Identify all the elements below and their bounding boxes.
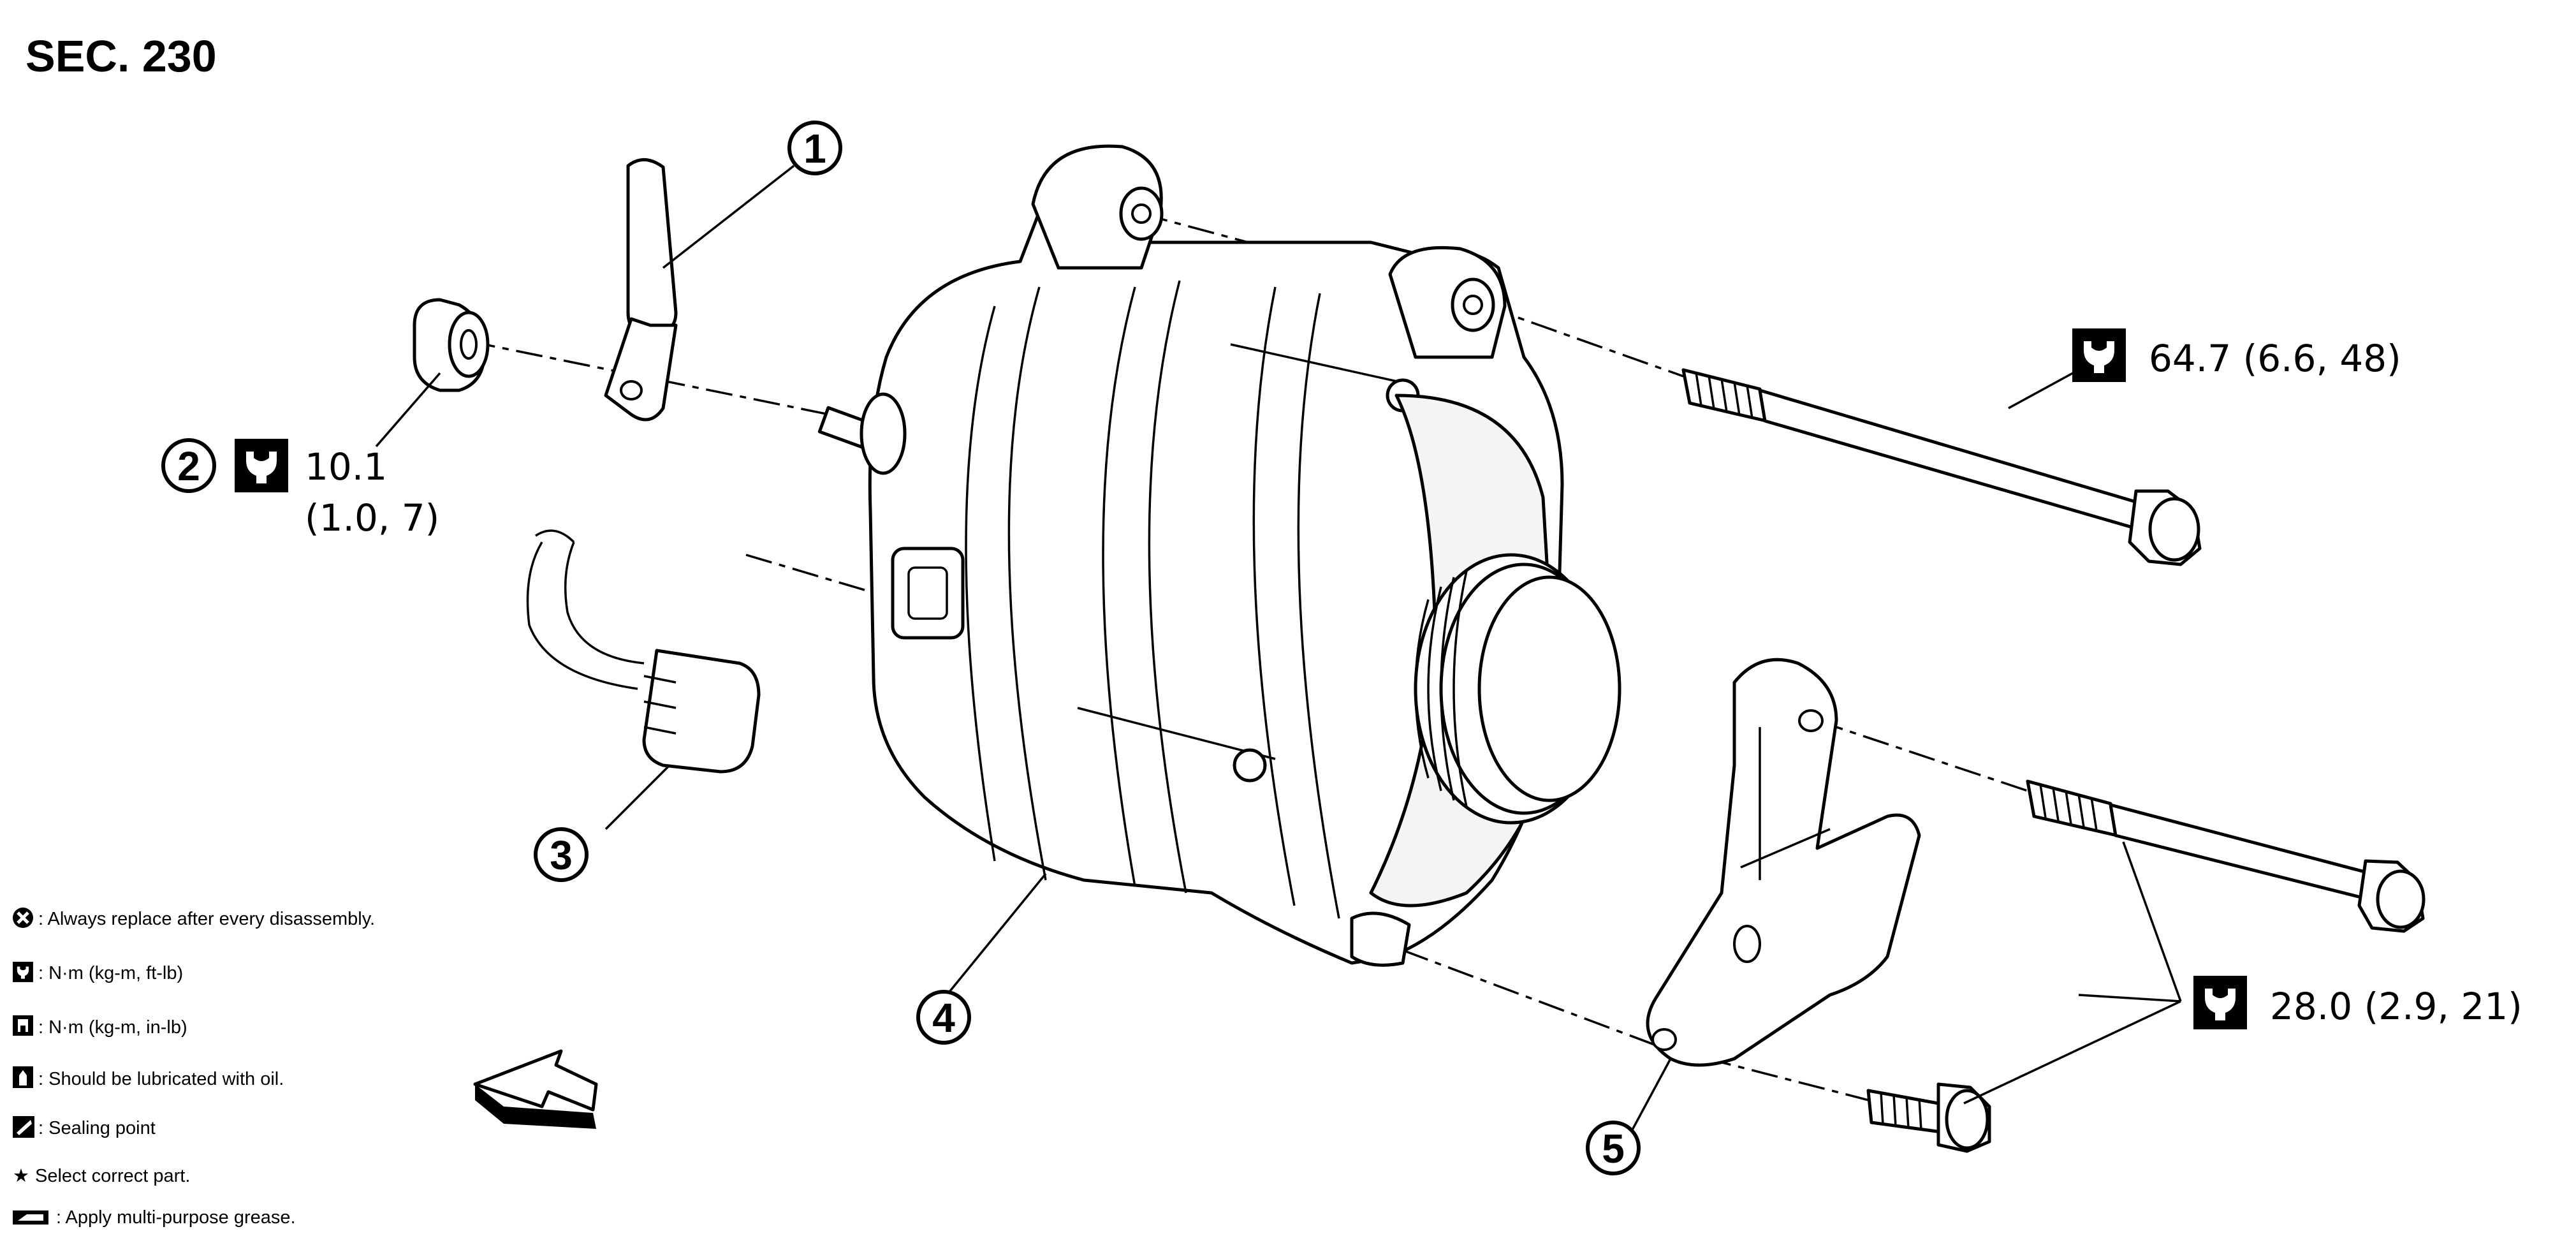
section-title: SEC. 230 — [26, 31, 217, 81]
legend-item-sealing: : Sealing point — [38, 1118, 156, 1138]
svg-text:2: 2 — [177, 443, 200, 489]
torque-wrench-icon — [2072, 328, 2126, 382]
replace-icon — [13, 908, 33, 928]
torque-spec-nut: 10.1 (1.0, 7) — [235, 439, 439, 540]
svg-text:(1.0, 7): (1.0, 7) — [305, 496, 439, 540]
callout-2: 2 — [163, 440, 214, 491]
torque-spec-bracket-bolts: 28.0 (2.9, 21) — [2193, 976, 2522, 1029]
lower-long-bolt — [2026, 779, 2426, 933]
front-arrow-icon — [473, 1049, 598, 1129]
legend-item-inlb: : N·m (kg-m, in-lb) — [38, 1017, 187, 1038]
legend-item-grease: : Apply multi-purpose grease. — [56, 1207, 296, 1228]
torque-wrench-icon — [235, 439, 288, 492]
lower-short-bolt — [1866, 1082, 1991, 1153]
svg-text:10.1: 10.1 — [305, 445, 387, 489]
battery-cable-terminal — [604, 158, 678, 422]
svg-text:5: 5 — [1602, 1126, 1625, 1172]
torque-wrench-small-icon — [13, 1015, 33, 1036]
terminal-nut — [413, 298, 490, 392]
legend-item-replace: : Always replace after every disassembly… — [38, 909, 375, 929]
sealing-icon — [13, 1116, 34, 1138]
callout-3: 3 — [536, 829, 587, 880]
legend-item-oil: : Should be lubricated with oil. — [38, 1069, 284, 1089]
svg-text:64.7 (6.6, 48): 64.7 (6.6, 48) — [2149, 337, 2401, 380]
callout-1: 1 — [789, 122, 840, 173]
grease-icon — [13, 1210, 48, 1225]
callout-5: 5 — [1588, 1122, 1639, 1173]
leader-lines — [375, 165, 2182, 1142]
star-icon: ★ — [13, 1166, 29, 1186]
svg-text:3: 3 — [550, 832, 573, 878]
svg-text:1: 1 — [803, 126, 826, 172]
upper-mounting-bolt — [1681, 368, 2202, 566]
svg-text:28.0 (2.9, 21): 28.0 (2.9, 21) — [2270, 985, 2522, 1028]
oil-can-icon — [13, 1066, 33, 1088]
mounting-bracket — [1646, 658, 1921, 1067]
alternator — [817, 144, 1621, 967]
torque-wrench-icon — [13, 962, 33, 982]
legend: : Always replace after every disassembly… — [13, 908, 375, 1228]
torque-spec-upper-bolt: 64.7 (6.6, 48) — [2072, 328, 2401, 382]
harness-connector — [526, 529, 761, 774]
svg-text:4: 4 — [932, 995, 955, 1041]
callout-4: 4 — [918, 992, 969, 1043]
legend-item-select: Select correct part. — [35, 1166, 190, 1186]
torque-wrench-icon — [2193, 976, 2247, 1029]
legend-item-ftlb: : N·m (kg-m, ft-lb) — [38, 963, 183, 983]
